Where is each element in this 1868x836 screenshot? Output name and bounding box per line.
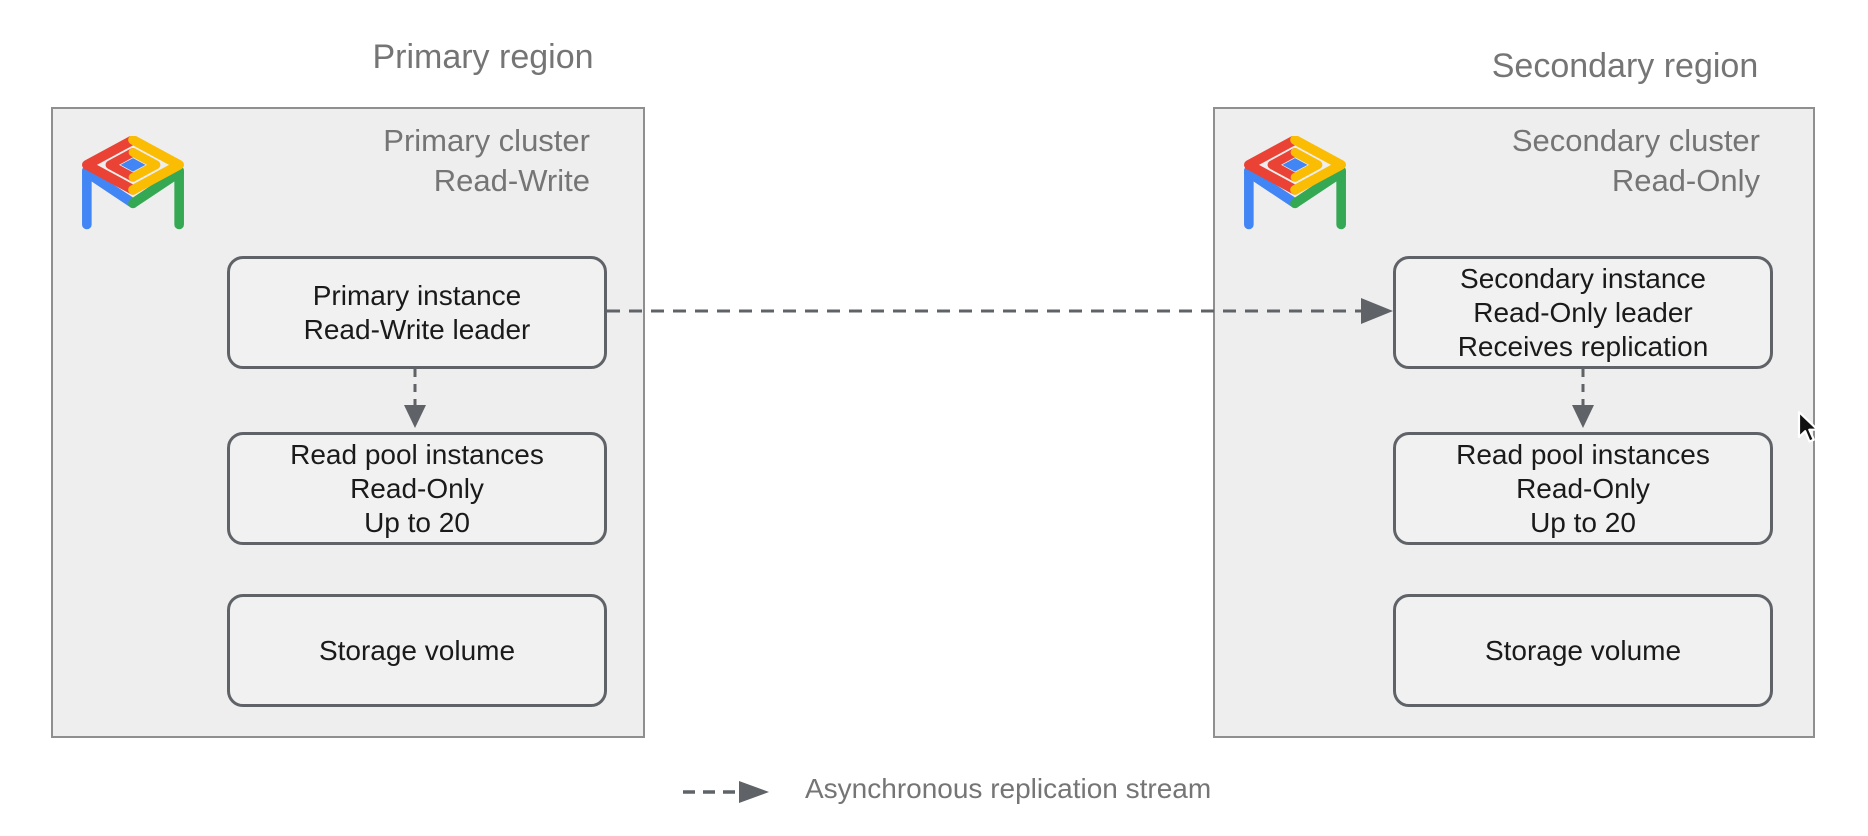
primary-storage-node: Storage volume [227,594,607,707]
secondary-cluster-box: Secondary cluster Read-Only Secondary in… [1213,107,1815,738]
primary-instance-node: Primary instance Read-Write leader [227,256,607,369]
node-text-line: Up to 20 [1530,506,1636,538]
node-text-line: Read pool instances [1456,438,1710,470]
cluster-title-line: Primary cluster [383,123,590,158]
primary-region-label: Primary region [372,38,594,76]
node-text-line: Receives replication [1457,330,1709,362]
legend-dashed-arrow-icon [683,781,769,803]
cluster-title-line: Read-Write [433,163,590,198]
cluster-title-line: Read-Only [1611,163,1760,198]
secondary-storage-node: Storage volume [1393,594,1773,707]
node-text-line: Up to 20 [364,506,470,538]
primary-cluster-title: Primary cluster Read-Write [383,121,590,201]
primary-read-pool-node: Read pool instances Read-Only Up to 20 [227,432,607,545]
secondary-instance-to-read-pool-arrow-icon [1572,369,1594,428]
secondary-read-pool-node: Read pool instances Read-Only Up to 20 [1393,432,1773,545]
cluster-title-line: Secondary cluster [1511,123,1760,158]
mouse-cursor-icon [1797,411,1819,443]
node-text-line: Storage volume [1484,634,1682,666]
primary-instance-to-read-pool-arrow-icon [404,369,426,428]
alloydb-icon [82,136,184,230]
node-text-line: Read-Only [1516,472,1650,504]
primary-cluster-box: Primary cluster Read-Write Primary insta… [51,107,645,738]
legend: Asynchronous replication stream [681,770,1281,810]
secondary-instance-node: Secondary instance Read-Only leader Rece… [1393,256,1773,369]
alloydb-icon [1244,136,1346,230]
node-text-line: Read-Only leader [1473,296,1693,328]
secondary-cluster-title: Secondary cluster Read-Only [1512,121,1760,201]
node-text-line: Primary instance [312,279,522,311]
node-text-line: Read-Only [350,472,484,504]
secondary-region-label: Secondary region [1491,47,1759,85]
replication-dashed-arrow-icon [607,298,1393,324]
node-text-line: Secondary instance [1460,262,1706,294]
node-text-line: Storage volume [318,634,516,666]
legend-label: Asynchronous replication stream [805,773,1212,804]
node-text-line: Read-Write leader [303,313,531,345]
node-text-line: Read pool instances [290,438,544,470]
